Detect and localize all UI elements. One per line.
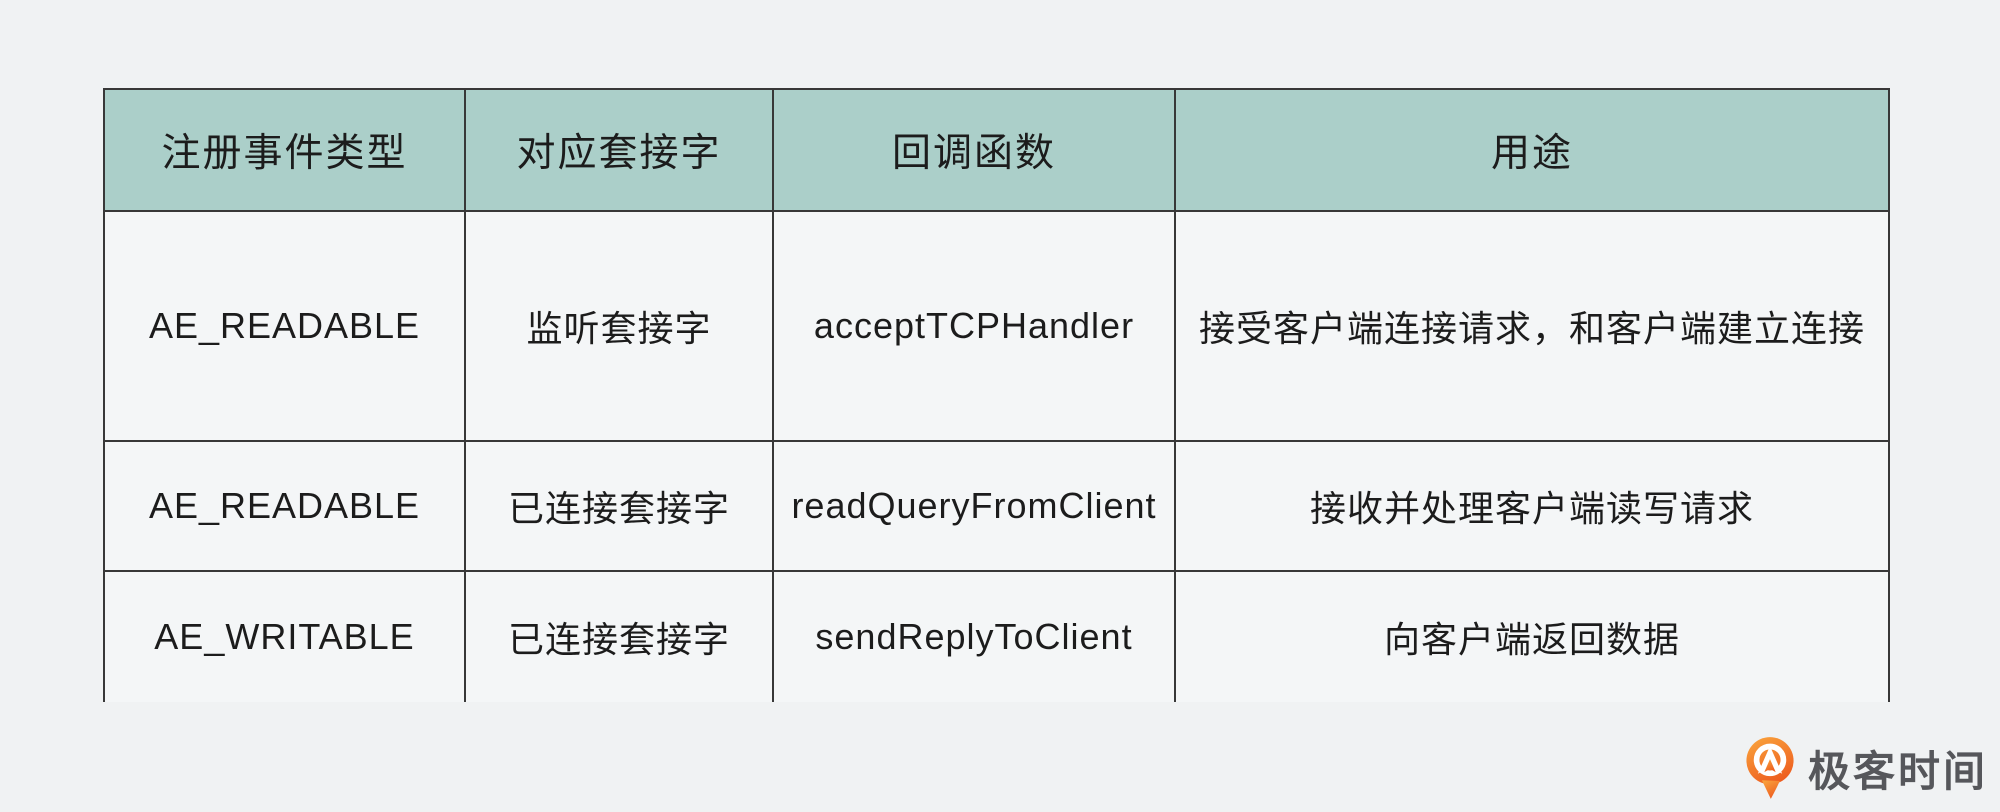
- cell-row2-purpose: 接收并处理客户端读写请求: [1176, 442, 1888, 572]
- header-cell-event-type: 注册事件类型: [105, 90, 466, 212]
- geektime-logo-text: 极客时间: [1807, 747, 1988, 795]
- cell-row2-event-type: AE_READABLE: [105, 442, 466, 572]
- cell-row3-purpose: 向客户端返回数据: [1176, 572, 1888, 702]
- geektime-pin-icon: [1746, 737, 1794, 799]
- cell-row2-callback: readQueryFromClient: [774, 442, 1176, 572]
- header-cell-purpose: 用途: [1176, 90, 1888, 212]
- header-cell-socket: 对应套接字: [466, 90, 774, 212]
- cell-row1-socket: 监听套接字: [466, 212, 774, 442]
- event-handlers-table: 注册事件类型 对应套接字 回调函数 用途 AE_READABLE 监听套接字 a…: [103, 88, 1890, 702]
- cell-row1-purpose: 接受客户端连接请求，和客户端建立连接: [1176, 212, 1888, 442]
- cell-row3-event-type: AE_WRITABLE: [105, 572, 466, 702]
- cell-row3-socket: 已连接套接字: [466, 572, 774, 702]
- cell-row3-callback: sendReplyToClient: [774, 572, 1176, 702]
- header-cell-callback: 回调函数: [774, 90, 1176, 212]
- cell-row1-event-type: AE_READABLE: [105, 212, 466, 442]
- cell-row2-socket: 已连接套接字: [466, 442, 774, 572]
- cell-row1-callback: acceptTCPHandler: [774, 212, 1176, 442]
- geektime-logo: 极客时间: [1744, 736, 1988, 800]
